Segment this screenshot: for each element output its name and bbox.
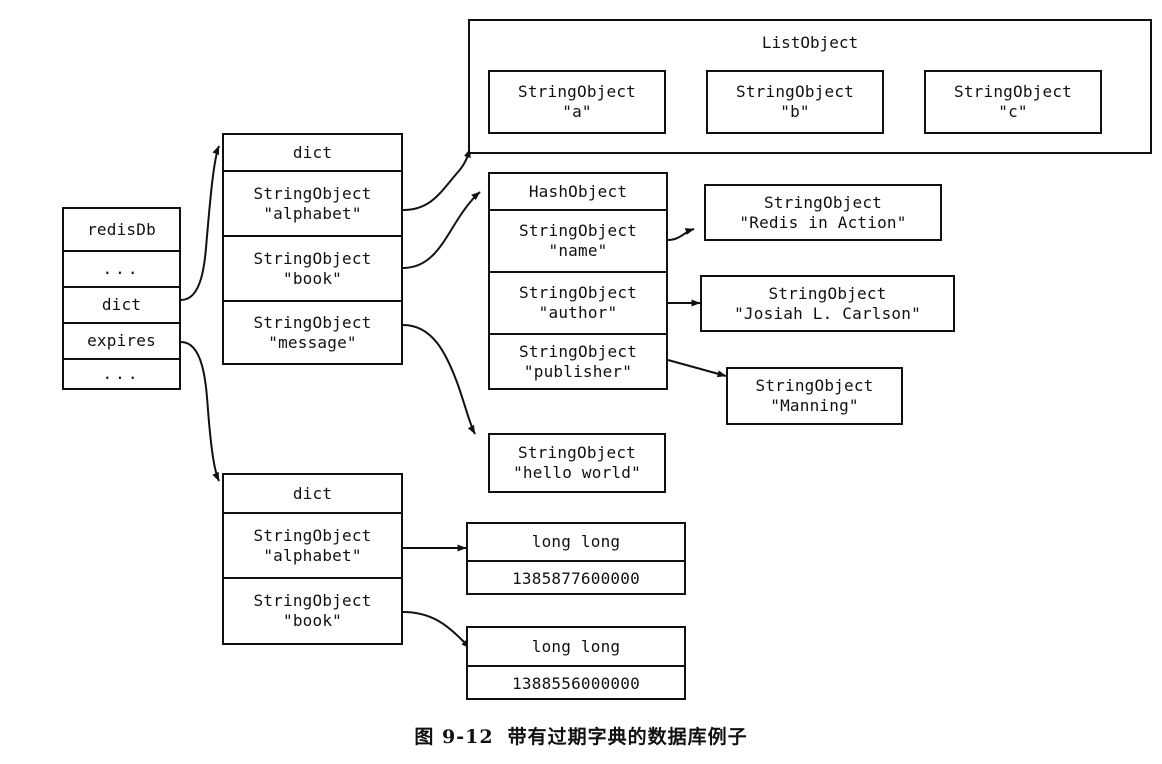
hashobject-header-label: HashObject (528, 181, 628, 201)
value-box-hello-world[interactable]: StringObject "hello world" (488, 433, 666, 493)
hashobject-field-author[interactable]: StringObject "author" (490, 271, 666, 333)
keyspace-entry-alphabet[interactable]: StringObject "alphabet" (224, 170, 401, 235)
keyspace-dict-header-label: dict (292, 142, 333, 162)
listobject-node-b-type: StringObject (736, 82, 854, 101)
listobject-node-c-value: "c" (998, 102, 1028, 121)
value-hello-world-value: "hello world" (513, 463, 641, 482)
listobject-node-a[interactable]: StringObject "a" (488, 70, 666, 134)
keyspace-entry-message-value: "message" (268, 332, 357, 352)
redisdb-row-dict[interactable]: dict (64, 286, 179, 322)
hashobject-field-name-type: StringObject (519, 221, 637, 240)
figure-caption-text: 带有过期字典的数据库例子 (507, 726, 748, 748)
hashobject-field-publisher[interactable]: StringObject "publisher" (490, 333, 666, 388)
expire-value-1-type: long long (531, 532, 621, 551)
value-manning-value: "Manning" (770, 396, 859, 415)
arrow-book-to-hashobject (402, 191, 481, 269)
listobject-node-b-value: "b" (780, 102, 810, 121)
figure-caption-number: 图 9-12 (414, 726, 494, 748)
redisdb-dict-label: dict (101, 295, 142, 314)
value-josiah-carlson-value: "Josiah L. Carlson" (734, 303, 921, 323)
listobject-title: ListObject (470, 33, 1150, 52)
expire-value-box-1[interactable]: long long 1385877600000 (466, 522, 686, 595)
figure-caption: 图 9-12 带有过期字典的数据库例子 (0, 722, 1162, 749)
arrow-db-expires-to-expiresdict (180, 341, 220, 482)
value-manning-row: StringObject "Manning" (728, 369, 901, 423)
keyspace-entry-book-type: StringObject (253, 248, 372, 268)
keyspace-entry-book-value: "book" (283, 268, 342, 288)
value-hello-world-type: StringObject (518, 443, 636, 462)
expire-value-1-type-row: long long (468, 524, 684, 560)
keyspace-entry-message-type: StringObject (253, 312, 372, 332)
value-redis-in-action-value: "Redis in Action" (739, 212, 907, 232)
keyspace-entry-book[interactable]: StringObject "book" (224, 235, 401, 300)
value-redis-in-action-type: StringObject (764, 192, 882, 212)
value-josiah-carlson-row: StringObject "Josiah L. Carlson" (702, 277, 953, 330)
hashobject-field-name[interactable]: StringObject "name" (490, 209, 666, 271)
value-josiah-carlson-type: StringObject (768, 283, 887, 303)
value-hello-world-row: StringObject "hello world" (490, 435, 664, 491)
expires-entry-alphabet[interactable]: StringObject "alphabet" (224, 512, 401, 577)
redisdb-row-ellipsis-top: ... (64, 250, 179, 286)
hashobject-field-publisher-value: "publisher" (523, 361, 633, 381)
hashobject-field-author-value: "author" (538, 303, 618, 322)
redisdb-row-expires[interactable]: expires (64, 322, 179, 358)
arrow-message-to-helloworld (402, 324, 476, 435)
listobject-node-c-row: StringObject "c" (926, 72, 1100, 132)
listobject-title-label: ListObject (761, 33, 859, 52)
listobject-node-a-value: "a" (562, 102, 592, 121)
redisdb-ellipsis-label: ... (102, 259, 141, 278)
redisdb-expires-label: expires (87, 331, 156, 350)
expire-value-box-2[interactable]: long long 1388556000000 (466, 626, 686, 700)
arrow-db-dict-to-keyspace (180, 145, 220, 301)
hashobject-box: HashObject StringObject "name" StringObj… (488, 172, 668, 390)
arrow-publisher-to-manning (667, 359, 727, 378)
keyspace-entry-alphabet-type: StringObject (253, 183, 372, 203)
value-box-redis-in-action[interactable]: StringObject "Redis in Action" (704, 184, 942, 241)
keyspace-entry-message[interactable]: StringObject "message" (224, 300, 401, 363)
expires-entry-book-type: StringObject (253, 591, 372, 610)
listobject-node-c[interactable]: StringObject "c" (924, 70, 1102, 134)
expires-dict-header-label: dict (292, 483, 333, 503)
hashobject-field-author-type: StringObject (519, 283, 637, 302)
expire-value-2-value-row: 1388556000000 (468, 665, 684, 700)
expires-entry-book[interactable]: StringObject "book" (224, 577, 401, 643)
redisdb-ellipsis-bottom-label: ... (102, 364, 141, 383)
expires-dict-header: dict (224, 475, 401, 512)
redisdb-row-title: redisDb (64, 209, 179, 250)
expires-entry-alphabet-value: "alphabet" (263, 545, 362, 565)
listobject-node-c-type: StringObject (954, 82, 1072, 101)
keyspace-dict-header: dict (224, 135, 401, 170)
keyspace-entry-alphabet-value: "alphabet" (263, 203, 362, 223)
expires-entry-book-value: "book" (283, 611, 342, 630)
redisdb-label: redisDb (87, 219, 156, 239)
expires-entry-alphabet-type: StringObject (253, 525, 372, 545)
arrow-name-to-redisinaction (667, 228, 695, 241)
expire-value-2-value: 1388556000000 (512, 673, 640, 693)
value-box-manning[interactable]: StringObject "Manning" (726, 367, 903, 425)
redisdb-box: redisDb ... dict expires ... (62, 207, 181, 390)
hashobject-header: HashObject (490, 174, 666, 209)
expire-value-1-value-row: 1385877600000 (468, 560, 684, 595)
expire-value-1-value: 1385877600000 (512, 568, 640, 588)
expires-dict-box: dict StringObject "alphabet" StringObjec… (222, 473, 403, 645)
value-box-josiah-carlson[interactable]: StringObject "Josiah L. Carlson" (700, 275, 955, 332)
value-manning-type: StringObject (755, 376, 874, 395)
listobject-node-a-row: StringObject "a" (490, 72, 664, 132)
expire-value-2-type: long long (531, 636, 621, 656)
listobject-node-a-type: StringObject (518, 82, 636, 101)
keyspace-dict-box: dict StringObject "alphabet" StringObjec… (222, 133, 403, 365)
hashobject-field-name-value: "name" (548, 241, 608, 260)
listobject-node-b-row: StringObject "b" (708, 72, 882, 132)
redisdb-row-ellipsis-bottom: ... (64, 358, 179, 388)
listobject-node-b[interactable]: StringObject "b" (706, 70, 884, 134)
arrow-alphabet-to-listobject (402, 148, 471, 211)
arrow-expires-book-to-longlong (402, 611, 471, 649)
expire-value-2-type-row: long long (468, 628, 684, 665)
hashobject-field-publisher-type: StringObject (519, 341, 637, 361)
value-redis-in-action-row: StringObject "Redis in Action" (706, 186, 940, 239)
